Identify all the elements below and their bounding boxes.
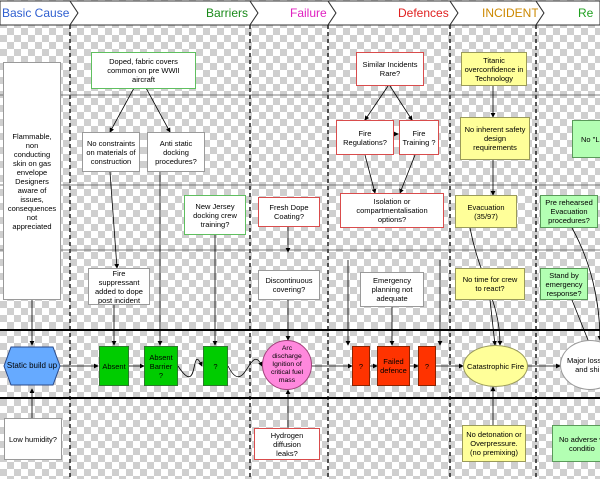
node-flammable-skin: Flammable, non conducting skin on gas en…	[3, 62, 61, 300]
node-fire-training: Fire Training ?	[399, 120, 439, 155]
lane-dividers	[69, 25, 537, 479]
node-stand-by: Stand by emergency response?	[540, 268, 588, 300]
node-no-li: No "Li	[572, 120, 600, 158]
header-basic-causes: Basic Causes	[2, 6, 70, 20]
static-buildup-label: Static build up	[6, 361, 58, 371]
node-evacuation: Evacuation (35/97)	[455, 195, 517, 228]
node-pre-rehearsed: Pre rehearsed Evacuation procedures?	[540, 195, 598, 228]
node-static-buildup: Static build up	[3, 345, 61, 387]
node-titanic: Titanic overconfidence in Technology	[461, 52, 527, 86]
node-anti-static: Anti static docking procedures?	[147, 132, 205, 172]
node-arc-discharge: Arc discharge Ignition of critical fuel …	[262, 340, 312, 390]
node-red-question-1: ?	[352, 346, 370, 386]
node-no-adverse: No adverse w conditio	[552, 425, 600, 462]
node-fire-suppressant: Fire suppressant added to dope post inci…	[88, 268, 150, 305]
header-recovery: Re	[578, 6, 594, 20]
node-fire-regulations: Fire Regulations?	[336, 120, 394, 155]
center-band	[0, 329, 600, 399]
node-no-inherent-safety: No inherent safety design requirements	[460, 117, 530, 160]
node-emergency-planning: Emergency planning not adequate	[360, 272, 424, 307]
node-isolation: Isolation or compartmentalisation option…	[340, 193, 444, 228]
header-failure: Failure	[290, 6, 327, 20]
header-defences: Defences	[398, 6, 449, 20]
connectors	[29, 76, 600, 428]
header-incident: INCIDENT	[482, 6, 538, 20]
node-failed-defence: Failed defence	[377, 346, 410, 386]
node-discontinuous: Discontinuous covering?	[258, 270, 320, 300]
node-low-humidity: Low humidity?	[4, 418, 62, 460]
node-red-question-2: ?	[418, 346, 436, 386]
node-absent: Absent	[99, 346, 129, 386]
node-major-loss: Major loss o and shi	[560, 340, 600, 390]
node-doped-fabric: Doped, fabric covers common on pre WWII …	[91, 52, 196, 89]
node-green-question: ?	[203, 346, 228, 386]
node-absent-barrier: Absent Barrier ?	[144, 346, 178, 386]
node-no-time: No time for crew to react?	[455, 268, 525, 300]
node-no-detonation: No detonation or Overpressure. (no premi…	[462, 425, 526, 462]
node-similar-incidents: Similar Incidents Rare?	[356, 52, 424, 86]
node-catastrophic-fire: Catastrophic Fire	[463, 345, 528, 387]
node-hydrogen: Hydrogen diffusion leaks?	[254, 428, 320, 460]
node-fresh-dope: Fresh Dope Coating?	[258, 197, 320, 227]
node-new-jersey: New Jersey docking crew training?	[184, 195, 246, 235]
header-barriers: Barriers	[206, 6, 249, 20]
hexagon-shape	[3, 346, 61, 386]
node-no-constraints: No constraints on materials of construct…	[82, 132, 140, 172]
